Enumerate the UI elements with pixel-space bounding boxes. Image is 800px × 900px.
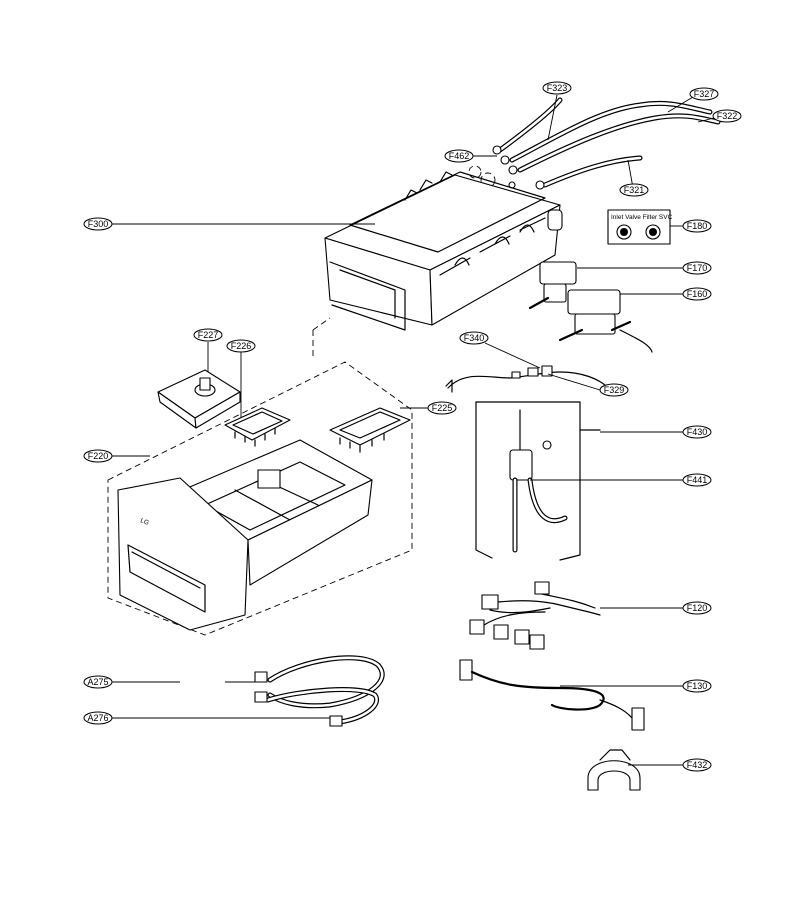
callout-F160: F160 bbox=[682, 287, 712, 301]
label-F329: F329 bbox=[604, 385, 625, 395]
dispenser-cap bbox=[157, 369, 241, 429]
callout-A276: A276 bbox=[83, 711, 113, 725]
inlet-valves bbox=[528, 261, 653, 353]
inlet-hoses bbox=[468, 97, 721, 190]
callout-A275: A275 bbox=[83, 675, 113, 689]
label-F180: F180 bbox=[687, 221, 708, 231]
label-F120: F120 bbox=[687, 603, 708, 613]
leader-lines bbox=[112, 94, 715, 766]
callout-F432: F432 bbox=[682, 758, 712, 772]
callout-F329: F329 bbox=[599, 383, 629, 397]
drain-bracket bbox=[475, 401, 601, 561]
label-F340: F340 bbox=[464, 333, 485, 343]
label-F441: F441 bbox=[687, 475, 708, 485]
wire-harness-f120 bbox=[469, 581, 601, 650]
label-F130: F130 bbox=[687, 681, 708, 691]
label-F462: F462 bbox=[449, 151, 470, 161]
callout-F170: F170 bbox=[682, 261, 712, 275]
label-F432: F432 bbox=[687, 760, 708, 770]
wire-harness-f130 bbox=[459, 659, 645, 731]
inlet-valve-filter-label: Inlet Valve Filter SVC bbox=[607, 209, 673, 245]
label-F327: F327 bbox=[694, 89, 715, 99]
callout-F340: F340 bbox=[459, 331, 489, 345]
callout-F225: F225 bbox=[427, 401, 457, 415]
siphon-cap-f225 bbox=[329, 407, 411, 453]
label-F323: F323 bbox=[547, 83, 568, 93]
hose-clamp-f432 bbox=[587, 749, 641, 791]
label-A275: A275 bbox=[87, 677, 108, 687]
label-F226: F226 bbox=[231, 341, 252, 351]
label-F220: F220 bbox=[88, 451, 109, 461]
callout-F180: F180 bbox=[682, 219, 712, 233]
callout-F220: F220 bbox=[83, 449, 113, 463]
callout-F130: F130 bbox=[682, 679, 712, 693]
callout-F322: F322 bbox=[712, 109, 742, 123]
label-F227: F227 bbox=[198, 330, 219, 340]
callout-F226: F226 bbox=[226, 339, 256, 353]
callout-F120: F120 bbox=[682, 601, 712, 615]
label-F430: F430 bbox=[687, 427, 708, 437]
label-A276: A276 bbox=[87, 713, 108, 723]
drain-hoses-a275-a276 bbox=[254, 655, 385, 727]
dispenser-drawer: LG bbox=[107, 361, 413, 636]
callout-F321: F321 bbox=[619, 183, 649, 197]
label-F300: F300 bbox=[88, 219, 109, 229]
callout-F323: F323 bbox=[542, 81, 572, 95]
callout-F300: F300 bbox=[83, 217, 113, 231]
label-F170: F170 bbox=[687, 263, 708, 273]
label-F321: F321 bbox=[624, 185, 645, 195]
wire-harness-f340 bbox=[445, 365, 611, 393]
siphon-cap-f226 bbox=[224, 407, 291, 447]
label-F322: F322 bbox=[717, 111, 738, 121]
drawer-logo: LG bbox=[139, 517, 150, 527]
svc-label-title: Inlet Valve Filter SVC bbox=[611, 214, 673, 221]
callout-F227: F227 bbox=[193, 328, 223, 342]
label-F225: F225 bbox=[432, 403, 453, 413]
callout-F441: F441 bbox=[682, 473, 712, 487]
callout-F327: F327 bbox=[689, 87, 719, 101]
callout-F462: F462 bbox=[444, 149, 474, 163]
dispenser-housing bbox=[312, 171, 563, 360]
callout-F430: F430 bbox=[682, 425, 712, 439]
label-F160: F160 bbox=[687, 289, 708, 299]
